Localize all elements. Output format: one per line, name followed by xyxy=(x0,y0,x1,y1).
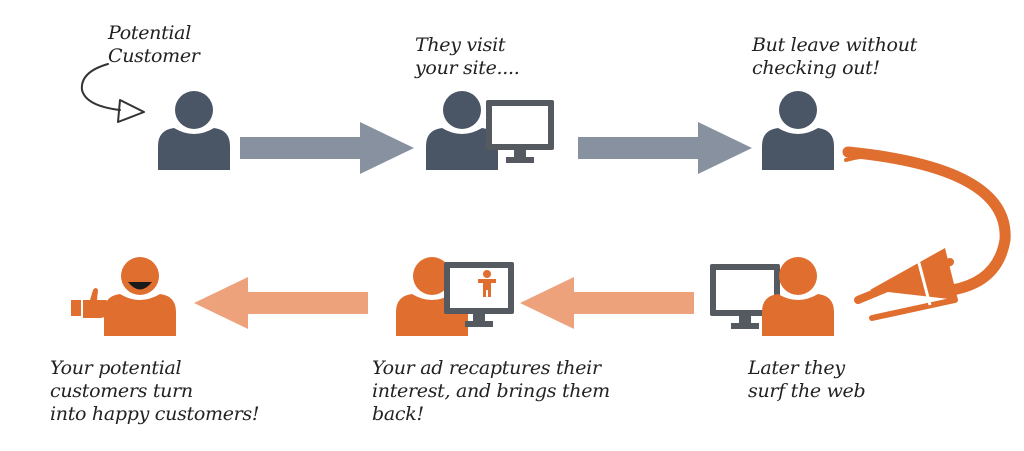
label-later-surf-web: Later they surf the web xyxy=(748,357,866,402)
label-leave-without-checkout: But leave without checking out! xyxy=(752,34,917,79)
arrow-left-2 xyxy=(194,277,368,329)
arrow-right-2 xyxy=(578,122,752,174)
person-icon-happy-customer xyxy=(104,257,176,336)
arrow-left-1 xyxy=(520,277,694,329)
arrow-right-1 xyxy=(240,122,414,174)
label-they-visit: They visit your site.... xyxy=(415,34,520,79)
label-potential-customer: Potential Customer xyxy=(108,22,200,67)
monitor-icon-visit xyxy=(486,100,554,163)
person-icon-potential-customer xyxy=(158,91,230,170)
label-happy-customers: Your potential customers turn into happy… xyxy=(50,357,260,425)
curved-brush-arrow xyxy=(842,146,1011,321)
ad-figure-icon xyxy=(478,270,496,297)
label-ad-recaptures: Your ad recaptures their interest, and b… xyxy=(372,357,610,425)
monitor-icon-ad xyxy=(444,262,514,327)
thumbs-up-icon xyxy=(71,288,109,318)
curved-pointer-arrow xyxy=(80,63,145,123)
smile-icon xyxy=(128,282,152,290)
person-icon-leaving xyxy=(762,91,834,170)
